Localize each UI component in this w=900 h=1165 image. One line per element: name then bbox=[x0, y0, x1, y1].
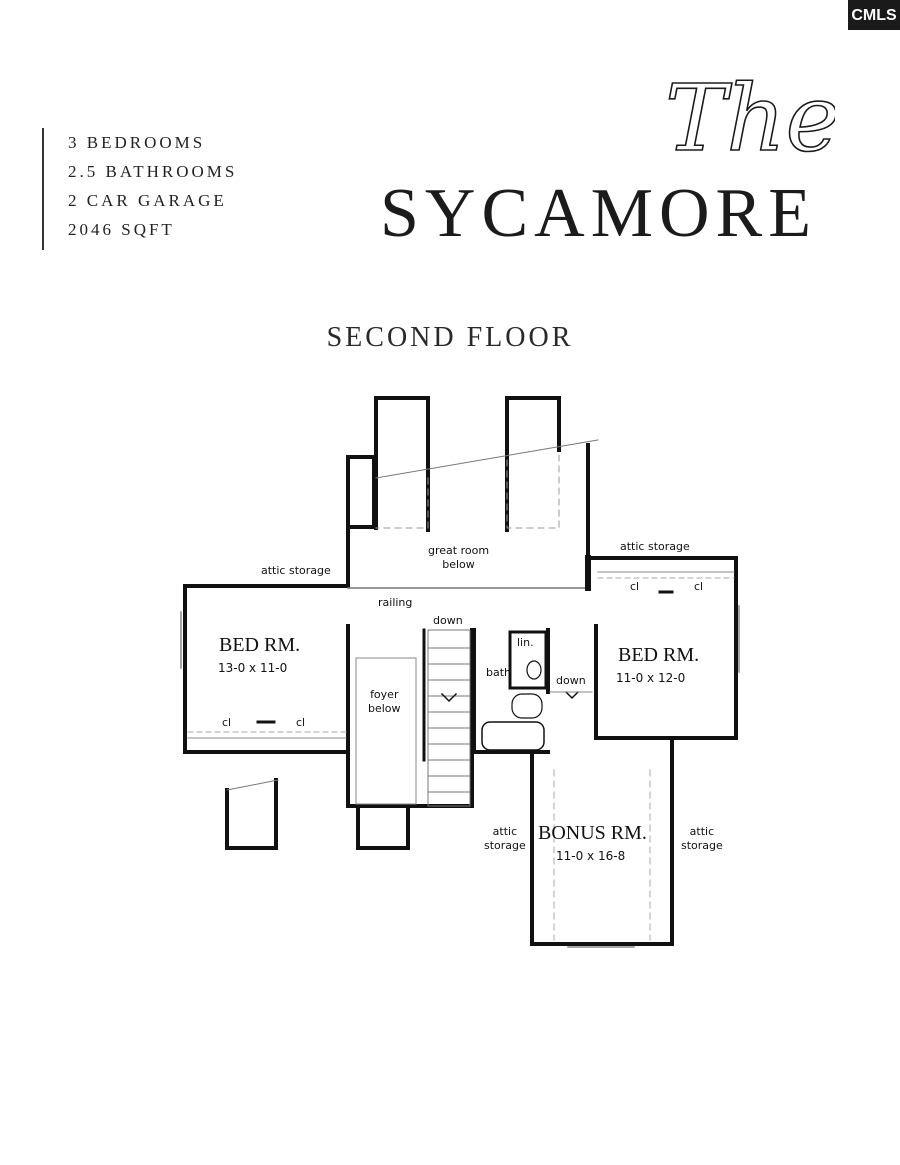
cmls-logo-badge: CMLS bbox=[848, 0, 900, 30]
stair-run bbox=[427, 629, 471, 807]
label-attic-bonus-right: attic storage bbox=[681, 825, 723, 852]
wall-bath bbox=[472, 628, 550, 754]
spec-bathrooms: 2.5 BATHROOMS bbox=[68, 162, 238, 181]
label-railing: railing bbox=[378, 596, 413, 609]
spec-garage: 2 CAR GARAGE bbox=[68, 191, 227, 210]
label-bed-left-dim: 13-0 x 11-0 bbox=[218, 661, 288, 675]
stair-arrow-icon bbox=[440, 692, 458, 703]
label-down-bonus: down bbox=[556, 674, 586, 687]
label-attic-storage-right: attic storage bbox=[620, 540, 690, 553]
label-closet-3: cl bbox=[630, 580, 640, 593]
wall-bay-lower-left bbox=[225, 778, 278, 850]
spec-sqft: 2046 SQFT bbox=[68, 220, 175, 239]
spec-bedrooms: 3 BEDROOMS bbox=[68, 133, 206, 152]
wall-top-bay-right bbox=[505, 396, 561, 532]
wall-foyer bbox=[346, 628, 474, 808]
wall-bonus bbox=[530, 736, 674, 946]
label-great-room: great room below bbox=[428, 544, 490, 571]
home-specs-list: 3 BEDROOMS 2.5 BATHROOMS 2 CAR GARAGE 20… bbox=[42, 128, 237, 250]
sloped-lower-left bbox=[226, 779, 279, 791]
sink bbox=[526, 660, 542, 680]
label-bonus-name: BONUS RM. bbox=[538, 822, 647, 844]
wall-foyer-bay bbox=[356, 804, 410, 850]
label-closet-1: cl bbox=[222, 716, 232, 729]
label-foyer: foyer below bbox=[368, 688, 401, 715]
logo-name: SYCAMORE bbox=[380, 175, 817, 252]
label-down-stair: down bbox=[433, 614, 463, 627]
wall-top-bay-left bbox=[374, 396, 430, 532]
label-bed-right-dim: 11-0 x 12-0 bbox=[616, 671, 686, 685]
logo-script-the: The bbox=[655, 45, 841, 179]
wall-chimney-block bbox=[346, 455, 376, 529]
dashed-bay-left bbox=[375, 477, 429, 529]
label-closet-2: cl bbox=[296, 716, 306, 729]
dashed-bonus-inner bbox=[553, 769, 651, 941]
label-bonus-dim: 11-0 x 16-8 bbox=[556, 849, 626, 863]
label-closet-4: cl bbox=[694, 580, 704, 593]
label-linen: lin. bbox=[517, 636, 534, 649]
dashed-bay-right bbox=[506, 449, 560, 529]
bathtub bbox=[481, 721, 545, 751]
label-bed-left-name: BED RM. bbox=[219, 634, 301, 656]
label-attic-bonus-left: attic storage bbox=[484, 825, 526, 852]
bonus-down-arrow-icon bbox=[564, 690, 580, 700]
cmls-logo-text: CMLS bbox=[851, 7, 897, 24]
wall-bed-right bbox=[586, 556, 738, 740]
label-bath: bath bbox=[486, 666, 512, 679]
logo-script-text: The bbox=[665, 65, 835, 172]
toilet bbox=[511, 693, 543, 719]
label-attic-storage-left: attic storage bbox=[261, 564, 331, 577]
label-bed-right-name: BED RM. bbox=[618, 644, 700, 666]
wall-bed-left bbox=[183, 584, 350, 754]
foyer-inner bbox=[355, 657, 417, 805]
floor-title: SECOND FLOOR bbox=[326, 322, 574, 353]
sloped-ceiling-line bbox=[375, 439, 599, 479]
